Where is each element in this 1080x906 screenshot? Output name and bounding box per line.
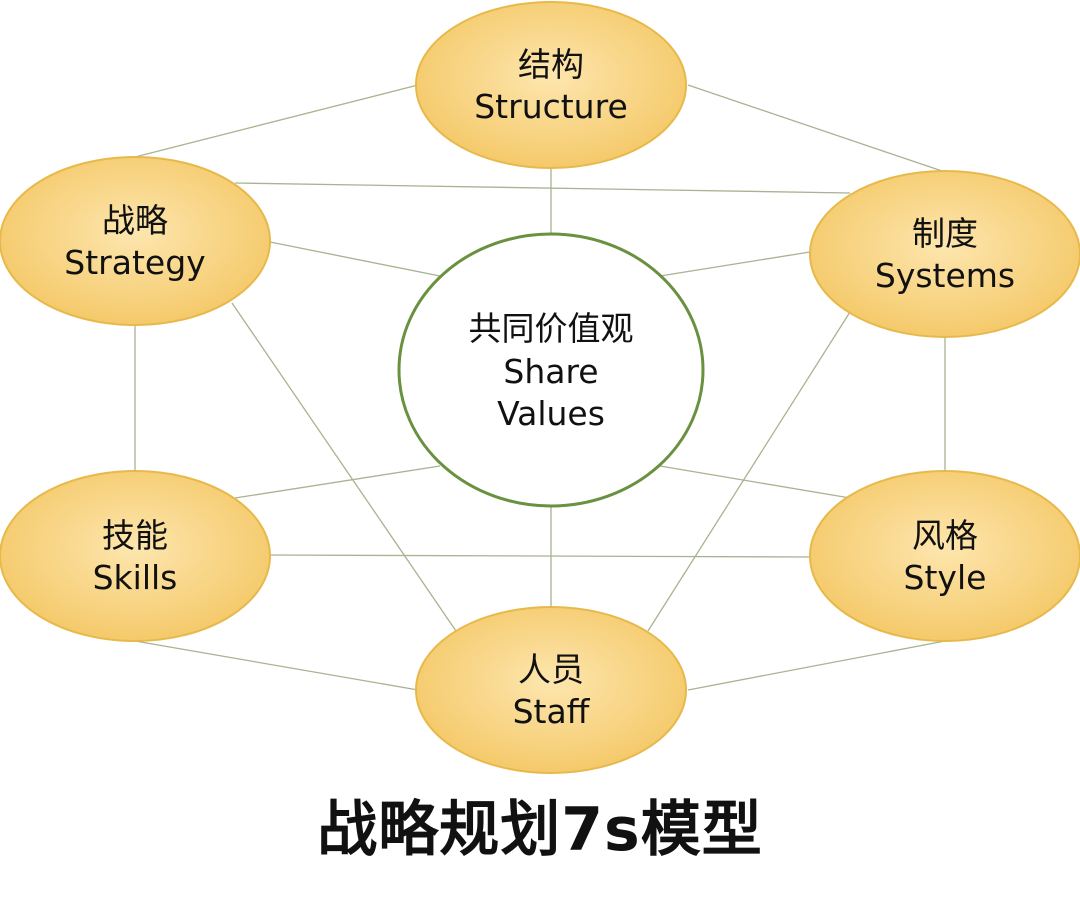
connectors — [134, 84, 946, 691]
node-structure-shape — [415, 1, 687, 169]
node-style: 风格 Style — [809, 470, 1080, 642]
node-systems: 制度 Systems — [809, 170, 1080, 338]
node-skills: 技能 Skills — [0, 470, 271, 642]
node-structure-cn: 结构 — [518, 45, 584, 84]
connector-skills-style — [267, 554, 811, 558]
connector-center-style — [659, 465, 851, 499]
node-skills-cn: 技能 — [102, 516, 168, 555]
node-skills-en: Skills — [93, 558, 178, 597]
node-staff-en: Staff — [513, 692, 591, 731]
node-style-shape — [809, 470, 1080, 642]
connector-systems-staff — [647, 311, 851, 632]
node-systems-en: Systems — [875, 256, 1015, 295]
node-strategy-en: Strategy — [64, 243, 205, 282]
node-staff-shape — [415, 606, 687, 774]
node-share-values: 共同价值观 Share Values — [397, 232, 705, 508]
node-systems-shape — [809, 170, 1080, 338]
connector-staff-skills — [134, 640, 419, 691]
node-share-values-en-line2: Values — [497, 394, 605, 433]
node-systems-cn: 制度 — [912, 214, 978, 253]
node-share-values-shape — [397, 232, 705, 508]
connector-style-staff — [687, 640, 946, 691]
diagram-title: 战略规划7s模型 — [317, 795, 763, 865]
node-structure-en: Structure — [474, 87, 628, 126]
node-staff-cn: 人员 — [518, 650, 584, 689]
node-share-values-en-line1: Share — [503, 352, 598, 391]
node-share-values-cn: 共同价值观 — [469, 309, 634, 348]
connector-strategy-structure — [134, 84, 419, 158]
node-structure: 结构 Structure — [415, 1, 687, 169]
connector-strategy-systems — [234, 182, 851, 194]
connector-center-skills — [234, 465, 441, 499]
node-skills-shape — [0, 470, 271, 642]
node-strategy-cn: 战略 — [102, 201, 168, 240]
node-staff: 人员 Staff — [415, 606, 687, 774]
connector-center-systems — [659, 251, 811, 277]
connector-center-strategy — [269, 241, 441, 277]
node-style-en: Style — [904, 558, 987, 597]
connector-strategy-staff — [231, 302, 457, 632]
connector-structure-systems — [687, 84, 946, 173]
node-strategy-shape — [0, 156, 271, 326]
node-style-cn: 风格 — [912, 516, 978, 555]
node-strategy: 战略 Strategy — [0, 156, 271, 326]
